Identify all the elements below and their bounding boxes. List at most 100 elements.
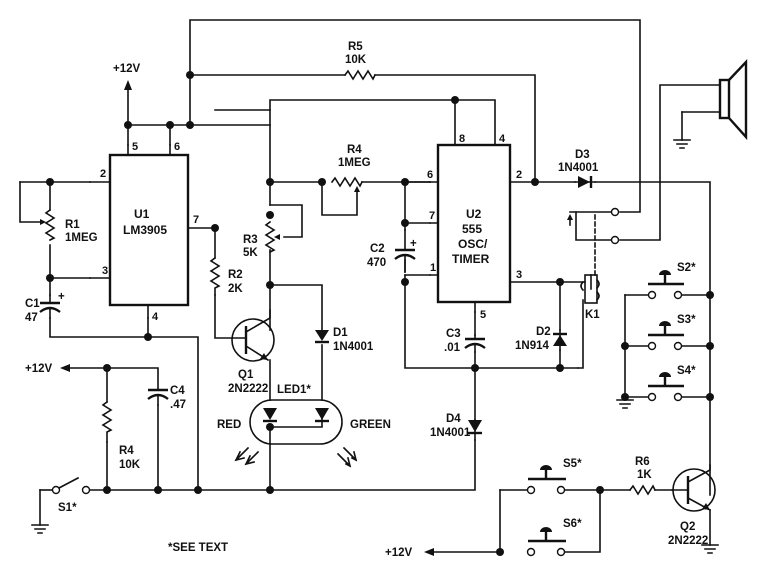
light-arrows-icon — [234, 446, 260, 466]
vcc-label: +12V — [25, 363, 53, 375]
pushbutton-s3[interactable]: S3* — [647, 314, 696, 351]
vcc-label: +12V — [385, 547, 413, 559]
resistor-icon — [343, 69, 377, 81]
led-red-icon — [263, 408, 277, 420]
potentiometer-icon — [330, 176, 364, 188]
transistor-ref: Q1 — [238, 369, 254, 381]
capacitor-value: .01 — [444, 342, 461, 354]
diode-icon — [315, 330, 329, 341]
resistor-r6: R6 1K — [628, 456, 657, 496]
pin-label: 6 — [174, 141, 180, 153]
transistor-q1: Q1 2N2222 — [228, 309, 275, 395]
ground-icon — [701, 544, 719, 554]
pin-label: 6 — [427, 169, 433, 181]
led1-dual: LED1* RED GREEN — [217, 384, 391, 468]
capacitor-ref: C4 — [170, 385, 185, 397]
resistor-r4: R4 10K — [101, 400, 141, 471]
pin-label: 2 — [100, 168, 106, 180]
pin-label: 7 — [429, 210, 435, 222]
pin-label: 1 — [430, 262, 436, 274]
switch-label: S3* — [677, 314, 696, 326]
ic-u2-line4: TIMER — [452, 252, 490, 266]
ic-u1: U1 LM3905 2 3 4 5 6 7 — [89, 141, 199, 323]
pushbutton-s6[interactable]: S6* — [526, 518, 583, 557]
pushbutton-s4[interactable]: S4* — [647, 365, 696, 402]
resistor-ref: R3 — [243, 234, 258, 246]
led-green-icon — [315, 408, 329, 420]
ground-icon — [31, 524, 49, 534]
pushbutton-s2[interactable]: S2* — [647, 262, 696, 300]
ic-u1-part: LM3905 — [123, 223, 167, 237]
switch-lever-icon — [57, 476, 80, 490]
relay-k1: K1 — [567, 207, 620, 321]
capacitor-icon — [147, 388, 169, 400]
transistor-part: 2N2222 — [228, 383, 268, 395]
diode-part: 1N4001 — [430, 427, 471, 439]
ic-u2-part: 555 — [462, 222, 482, 236]
transistor-part: 2N2222 — [668, 535, 708, 547]
resistor-ref: R2 — [228, 269, 243, 281]
resistor-ref: R5 — [348, 41, 363, 53]
potentiometer-icon — [264, 220, 276, 254]
led-package — [249, 399, 343, 445]
wires — [19, 19, 721, 553]
switch-label: S2* — [677, 262, 696, 274]
resistor-value: 5K — [243, 247, 258, 259]
resistor-value: 10K — [345, 54, 367, 66]
ic-u1-body — [108, 153, 190, 307]
pin-label: 5 — [132, 141, 138, 153]
capacitor-value: 47 — [25, 312, 38, 324]
capacitor-ref: C2 — [370, 243, 385, 255]
pin-label: 2 — [516, 169, 522, 181]
arrow-up-icon — [124, 80, 132, 90]
resistor-icon — [628, 484, 657, 496]
pushbutton-s5[interactable]: S5* — [526, 458, 583, 495]
diode-d2: D2 1N914 — [515, 326, 567, 352]
capacitor-ref: C1 — [25, 298, 40, 310]
junctions — [46, 71, 714, 556]
resistor-value: 1K — [637, 469, 652, 481]
switch-label: S6* — [563, 518, 582, 530]
pin-label: 4 — [499, 133, 506, 145]
capacitor-value: 470 — [367, 257, 386, 269]
resistor-r3-pot: R3 5K — [243, 220, 280, 259]
diode-ref: D2 — [536, 326, 551, 338]
diode-part: 1N4001 — [558, 162, 599, 174]
relay-ref: K1 — [585, 309, 600, 321]
resistor-r2: R2 2K — [209, 256, 243, 296]
ground-icon — [673, 139, 691, 149]
speaker-icon — [718, 78, 731, 120]
resistor-ref: R1 — [65, 219, 80, 231]
light-arrows-icon — [336, 446, 358, 468]
resistor-r1-pot: R1 1MEG — [40, 208, 98, 244]
transistor-icon — [231, 318, 275, 362]
diode-icon — [553, 335, 567, 346]
switch-s1[interactable]: S1* — [51, 476, 91, 514]
transistor-ref: Q2 — [680, 521, 695, 533]
resistor-ref: R4 — [347, 144, 362, 156]
resistor-icon — [101, 400, 113, 443]
capacitor-plus: + — [410, 238, 417, 250]
arrow-left-icon — [424, 548, 434, 556]
pin-label: 3 — [516, 269, 522, 281]
switch-label: S5* — [563, 458, 582, 470]
diode-icon — [578, 176, 590, 188]
potentiometer-icon — [44, 208, 56, 242]
capacitor-value: .47 — [170, 399, 186, 411]
footnote: *SEE TEXT — [168, 542, 228, 554]
capacitor-plus: + — [58, 291, 65, 303]
diode-part: 1N4001 — [333, 341, 374, 353]
led-green-label: GREEN — [350, 419, 391, 431]
grounds — [31, 139, 719, 554]
pin-label: 8 — [459, 133, 465, 145]
arrow-left-icon — [60, 364, 70, 372]
resistor-value: 1MEG — [65, 232, 98, 244]
diode-part: 1N914 — [515, 340, 549, 352]
led-red-label: RED — [217, 419, 241, 431]
pin-label: 5 — [480, 309, 486, 321]
resistor-value: 2K — [228, 283, 243, 295]
diode-ref: D3 — [575, 149, 590, 161]
ic-u1-ref: U1 — [134, 207, 150, 221]
resistor-ref: R6 — [635, 456, 650, 468]
ic-u2: U2 555 OSC/ TIMER 1 2 3 4 5 6 7 8 — [427, 133, 522, 321]
